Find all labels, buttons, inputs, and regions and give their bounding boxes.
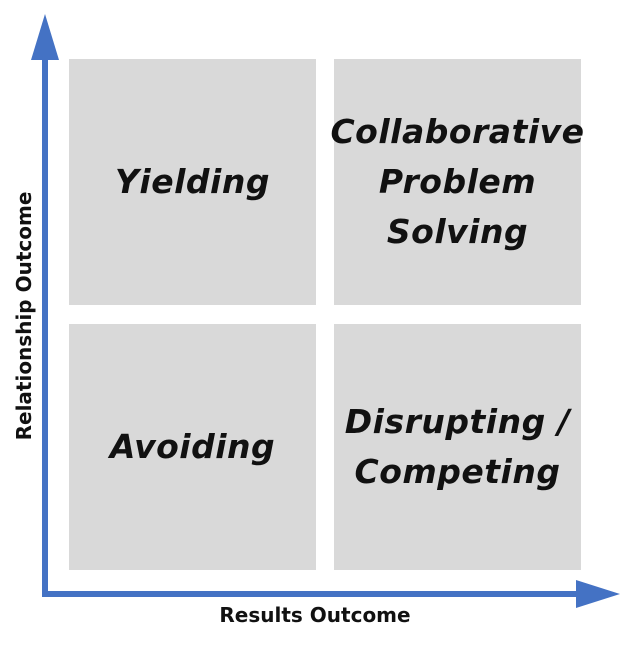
quadrant-label-collaborative-problem-solving: Collaborative Problem Solving bbox=[330, 112, 585, 251]
quadrant-label-avoiding: Avoiding bbox=[109, 427, 276, 466]
quadrant-bottom-right: Disrupting / Competing bbox=[334, 324, 581, 570]
quadrant-top-left: Yielding bbox=[69, 59, 316, 305]
x-axis-arrowhead bbox=[576, 580, 620, 608]
quadrant-top-right: Collaborative Problem Solving bbox=[330, 59, 584, 305]
quadrant-label-disrupting-competing: Disrupting / Competing bbox=[344, 402, 571, 491]
y-axis-label: Relationship Outcome bbox=[12, 191, 36, 441]
y-axis-arrowhead bbox=[31, 14, 59, 60]
quadrant-label-yielding: Yielding bbox=[115, 162, 270, 201]
x-axis-label: Results Outcome bbox=[219, 603, 411, 627]
quadrant-bottom-left: Avoiding bbox=[69, 324, 316, 570]
